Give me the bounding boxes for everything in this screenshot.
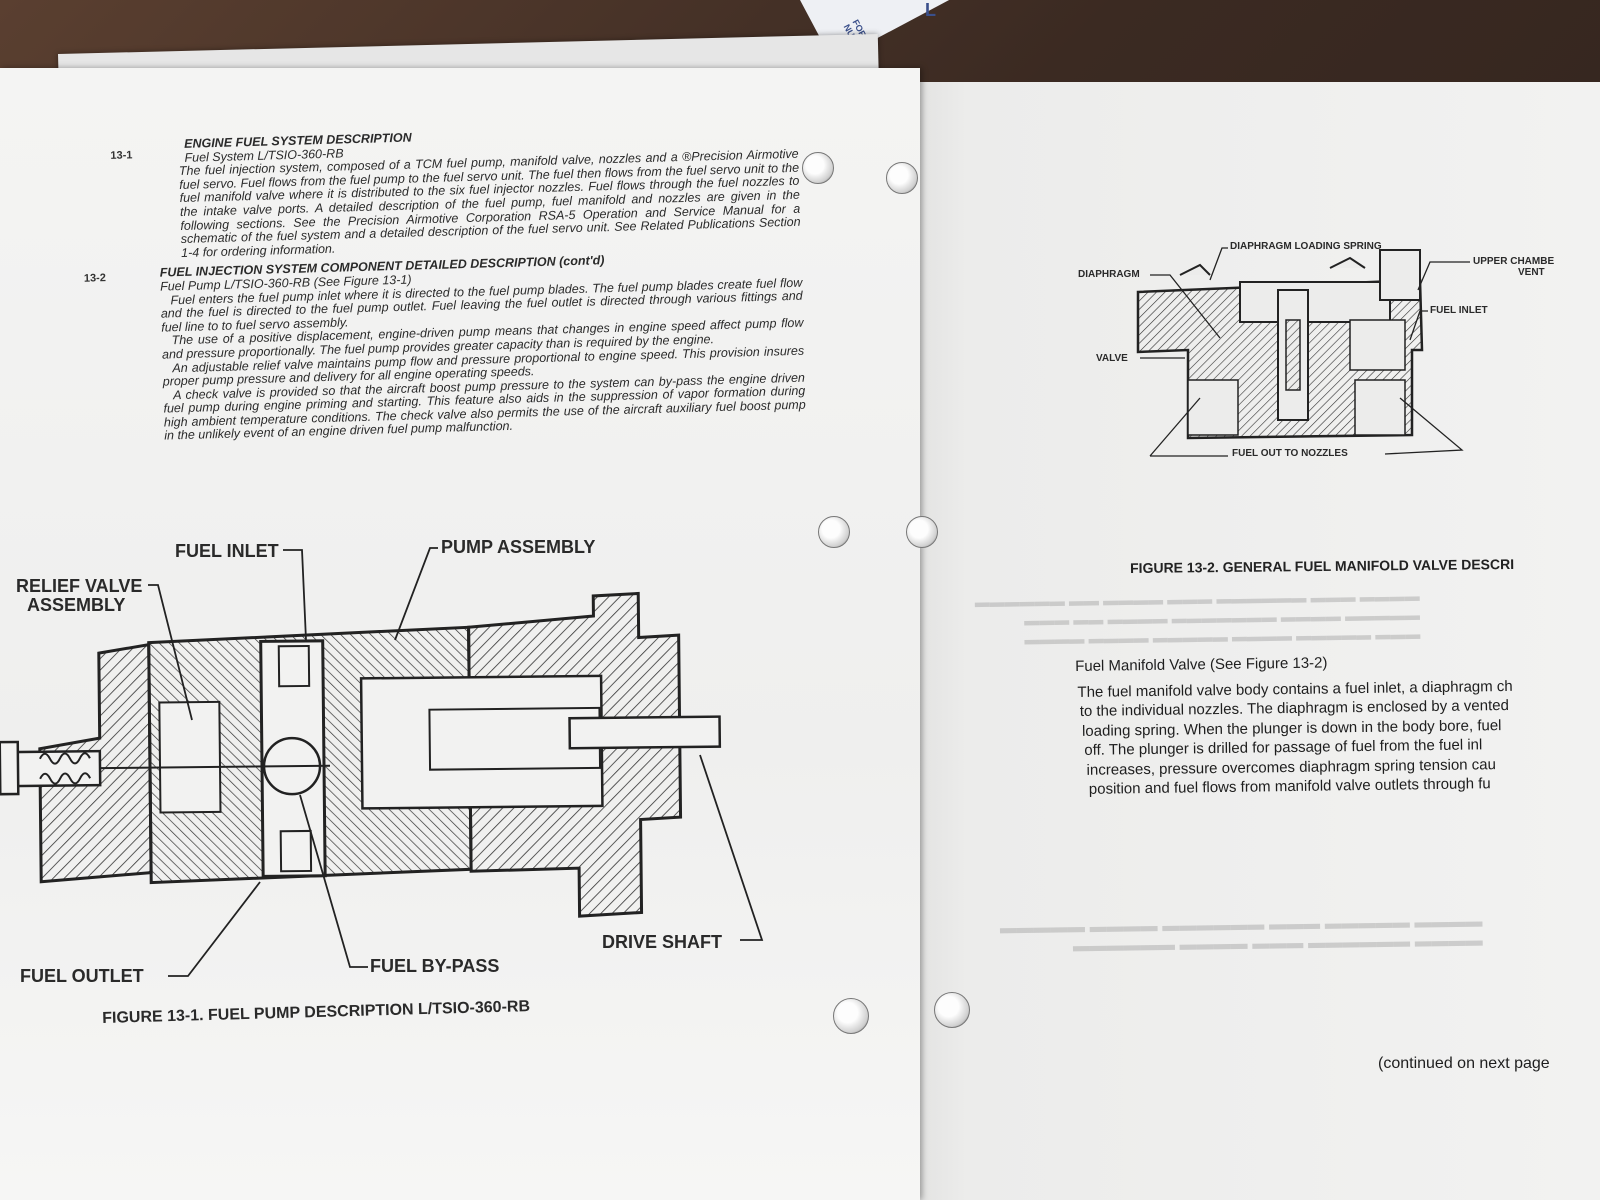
leader-fuel-inlet [1409,310,1428,341]
label-relief-valve: RELIEF VALVE [16,576,143,596]
punch-hole [833,998,869,1034]
label-fuel-outlet: FUEL OUTLET [20,966,144,986]
continued-footer: (continued on next page [1378,1055,1550,1072]
leader-drive-shaft [699,754,764,941]
section-13-2: FUEL INJECTION SYSTEM COMPONENT DETAILED… [112,249,807,445]
leader-fuel-outlet [168,881,261,977]
fuel-pump-diagram [0,547,764,977]
punch-hole [934,992,970,1028]
leader-out-right [1384,397,1464,455]
section-number-13-1: 13-1 [110,149,133,162]
label-fuel-inlet: FUEL INLET [175,541,279,561]
manifold-valve-diagram [1136,247,1470,457]
label-upper-chamber-vent: VENT [1518,267,1545,278]
punch-hole [818,516,850,548]
bleed-through-text-2: ▬▬▬▬ ▬▬▬▬▬ ▬▬▬ ▬▬▬▬▬▬ ▬▬▬▬ ▬▬▬▬▬▬▬▬▬ ▬▬▬… [999,911,1483,956]
pump-cross-section [0,591,722,918]
section-body: The fuel injection system, composed of a… [178,146,801,260]
label-valve: VALVE [1096,353,1128,364]
left-page-text: 13-1 ENGINE FUEL SYSTEM DESCRIPTION Fuel… [84,121,807,445]
label-drive-shaft: DRIVE SHAFT [602,932,723,952]
leader-upper-chamber [1417,261,1470,291]
bleed-through-text: ▬▬▬▬ ▬▬▬ ▬▬▬▬▬▬ ▬▬▬ ▬▬▬▬ ▬▬ ▬▬▬▬▬▬▬▬▬▬▬ … [974,587,1421,649]
section-number-13-2: 13-2 [83,272,107,285]
label-diaphragm: DIAPHRAGM [1078,269,1140,280]
leader-fuel-inlet [283,549,307,641]
label-relief-valve-assembly: ASSEMBLY [27,595,126,615]
valve-cross-section [1136,249,1424,440]
leader-relief-valve [148,584,193,721]
label-diaphragm-loading-spring: DIAPHRAGM LOADING SPRING [1230,241,1382,252]
label-upper-chamber: UPPER CHAMBE [1473,256,1555,267]
leader-spring [1209,247,1228,281]
label-pump-assembly: PUMP ASSEMBLY [441,537,596,557]
form-tab-letter: L [925,0,936,20]
label-fuel-bypass: FUEL BY-PASS [370,956,500,976]
label-fuel-out-to-nozzles: FUEL OUT TO NOZZLES [1232,448,1348,459]
punch-hole [886,162,918,194]
punch-hole [906,516,938,548]
right-page [880,82,1600,1200]
right-page-text: Fuel Manifold Valve (See Figure 13-2) Th… [1075,649,1600,799]
leader-pump-assembly [394,547,438,641]
punch-hole [802,152,834,184]
label-fuel-inlet-2: FUEL INLET [1430,305,1488,316]
leader-fuel-bypass [299,794,368,968]
leader-diaphragm [1150,274,1221,339]
